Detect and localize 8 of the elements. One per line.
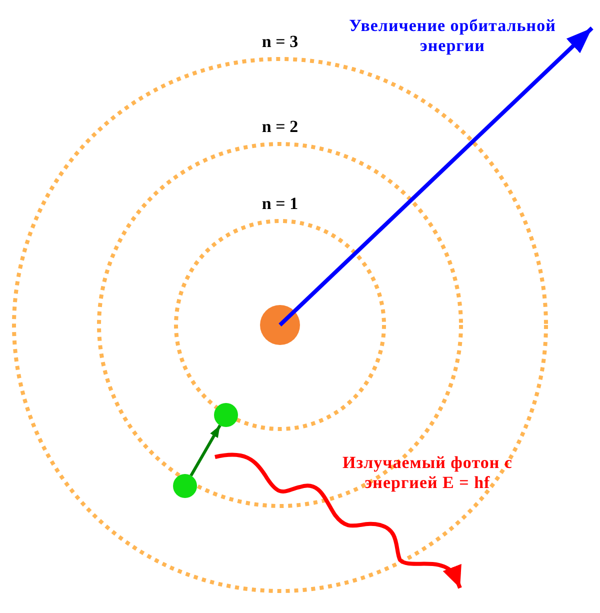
orbit-label: n = 2 (260, 117, 300, 137)
orbit-label: n = 3 (260, 32, 300, 52)
energy-label: Увеличение орбитальной энергии (348, 16, 557, 56)
electron-circle (173, 474, 197, 498)
orbit-label: n = 1 (260, 194, 300, 214)
nucleus-circle (260, 305, 300, 345)
electron-circle (214, 403, 238, 427)
arrow (190, 424, 222, 476)
